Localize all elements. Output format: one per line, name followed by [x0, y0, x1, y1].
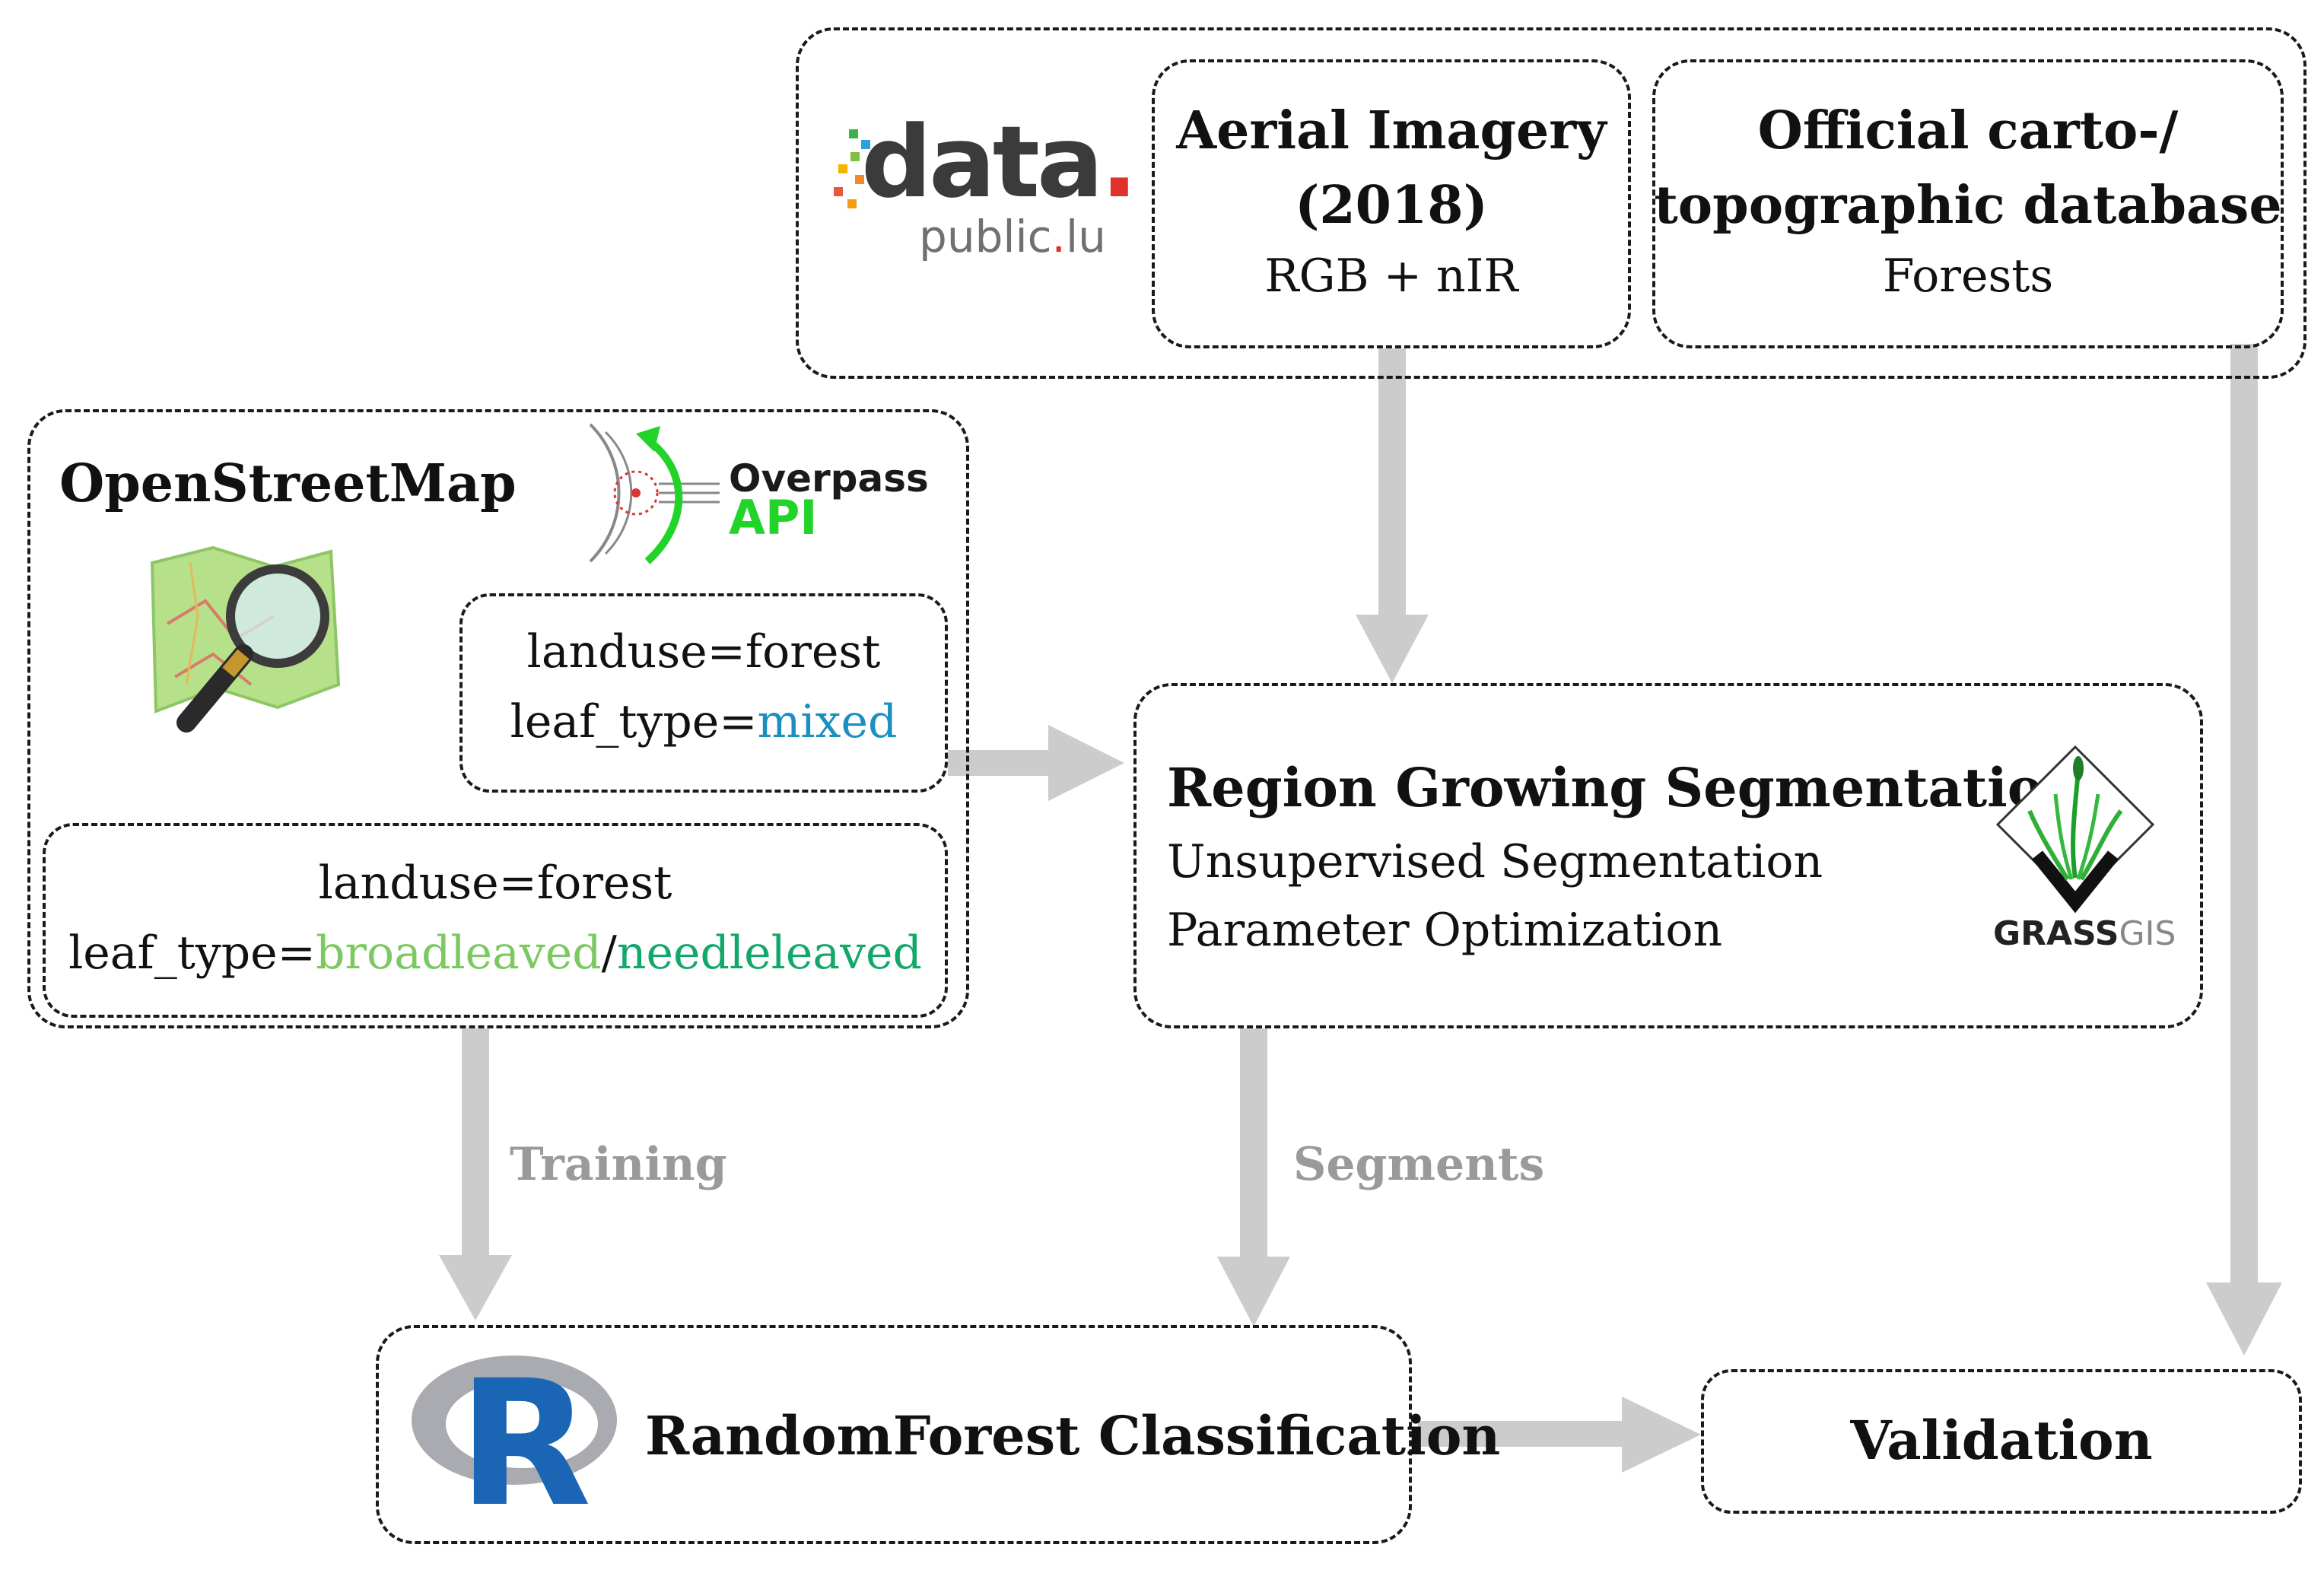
- api-label: API: [729, 490, 818, 545]
- aerial-imagery-box: [1152, 59, 1631, 348]
- grass-gis-icon: GRASSGIS: [1992, 741, 2176, 961]
- segmentation-title: Region Growing Segmentation: [1167, 756, 2082, 819]
- segmentation-line1: Unsupervised Segmentation: [1167, 835, 1823, 888]
- mixed-query-line2: leaf_type=mixed: [459, 695, 948, 748]
- arrow-osm-to-segmentation: [948, 725, 1124, 801]
- segmentation-box: [1133, 683, 2203, 1028]
- logo-dots-icon: [834, 129, 870, 208]
- arrow-classification-to-validation: [1418, 1397, 1701, 1473]
- aerial-title-line1: Aerial Imagery: [1176, 100, 1607, 161]
- data-public-lu-logo: data. public.lu: [828, 113, 1138, 280]
- grass-label: GRASS: [1993, 914, 2119, 953]
- logo-sub-dot: .: [1051, 211, 1066, 262]
- overpass-api-icon: [575, 417, 720, 569]
- osm-title: OpenStreetMap: [59, 453, 517, 514]
- arrow-segments: [1217, 1028, 1290, 1327]
- leaf-type-query-box: [43, 823, 948, 1018]
- logo-word: data: [861, 104, 1104, 220]
- training-label: Training: [510, 1138, 727, 1191]
- type-query-line2: leaf_type=broadleaved/needleleaved: [43, 926, 948, 980]
- r-logo-icon: R: [408, 1348, 628, 1530]
- official-title-line2: topographic database: [1654, 175, 2282, 236]
- logo-sub: public: [919, 211, 1052, 262]
- segmentation-line2: Parameter Optimization: [1167, 904, 1723, 957]
- classification-box: [376, 1325, 1412, 1544]
- mixed-query-line1: landuse=forest: [526, 625, 881, 679]
- type-query-separator: /: [601, 926, 617, 980]
- type-query-line1: landuse=forest: [318, 857, 672, 910]
- aerial-subtitle: RGB + nIR: [1264, 249, 1518, 303]
- broadleaved-value: broadleaved: [315, 926, 602, 980]
- needleleaved-value: needleleaved: [616, 926, 922, 980]
- type-query-key: leaf_type=: [68, 926, 316, 980]
- r-logo-letter: R: [458, 1343, 592, 1545]
- classification-title: RandomForest Classification: [645, 1404, 1501, 1467]
- arrow-training: [439, 1028, 512, 1321]
- arrow-aerial-to-segmentation: [1356, 348, 1429, 683]
- arrow-official-to-validation: [2206, 344, 2282, 1355]
- gis-label: GIS: [2119, 914, 2176, 953]
- segments-label: Segments: [1293, 1138, 1545, 1191]
- aerial-title-line2: (2018): [1295, 175, 1488, 236]
- mixed-value: mixed: [757, 695, 898, 748]
- validation-title: Validation: [1850, 1409, 2153, 1472]
- mixed-query-box: [459, 593, 948, 793]
- validation-box: [1701, 1369, 2302, 1514]
- logo-sub-tld: lu: [1065, 211, 1106, 262]
- sources-group: [796, 27, 2307, 379]
- official-subtitle: Forests: [1882, 249, 2054, 303]
- mixed-query-key: leaf_type=: [510, 695, 758, 748]
- logo-dot: .: [1100, 104, 1138, 220]
- official-title-line1: Official carto-/: [1757, 100, 2179, 161]
- osm-map-icon: [145, 532, 350, 738]
- official-database-box: [1652, 59, 2284, 348]
- overpass-label: Overpass: [729, 456, 929, 501]
- osm-group: [27, 409, 969, 1028]
